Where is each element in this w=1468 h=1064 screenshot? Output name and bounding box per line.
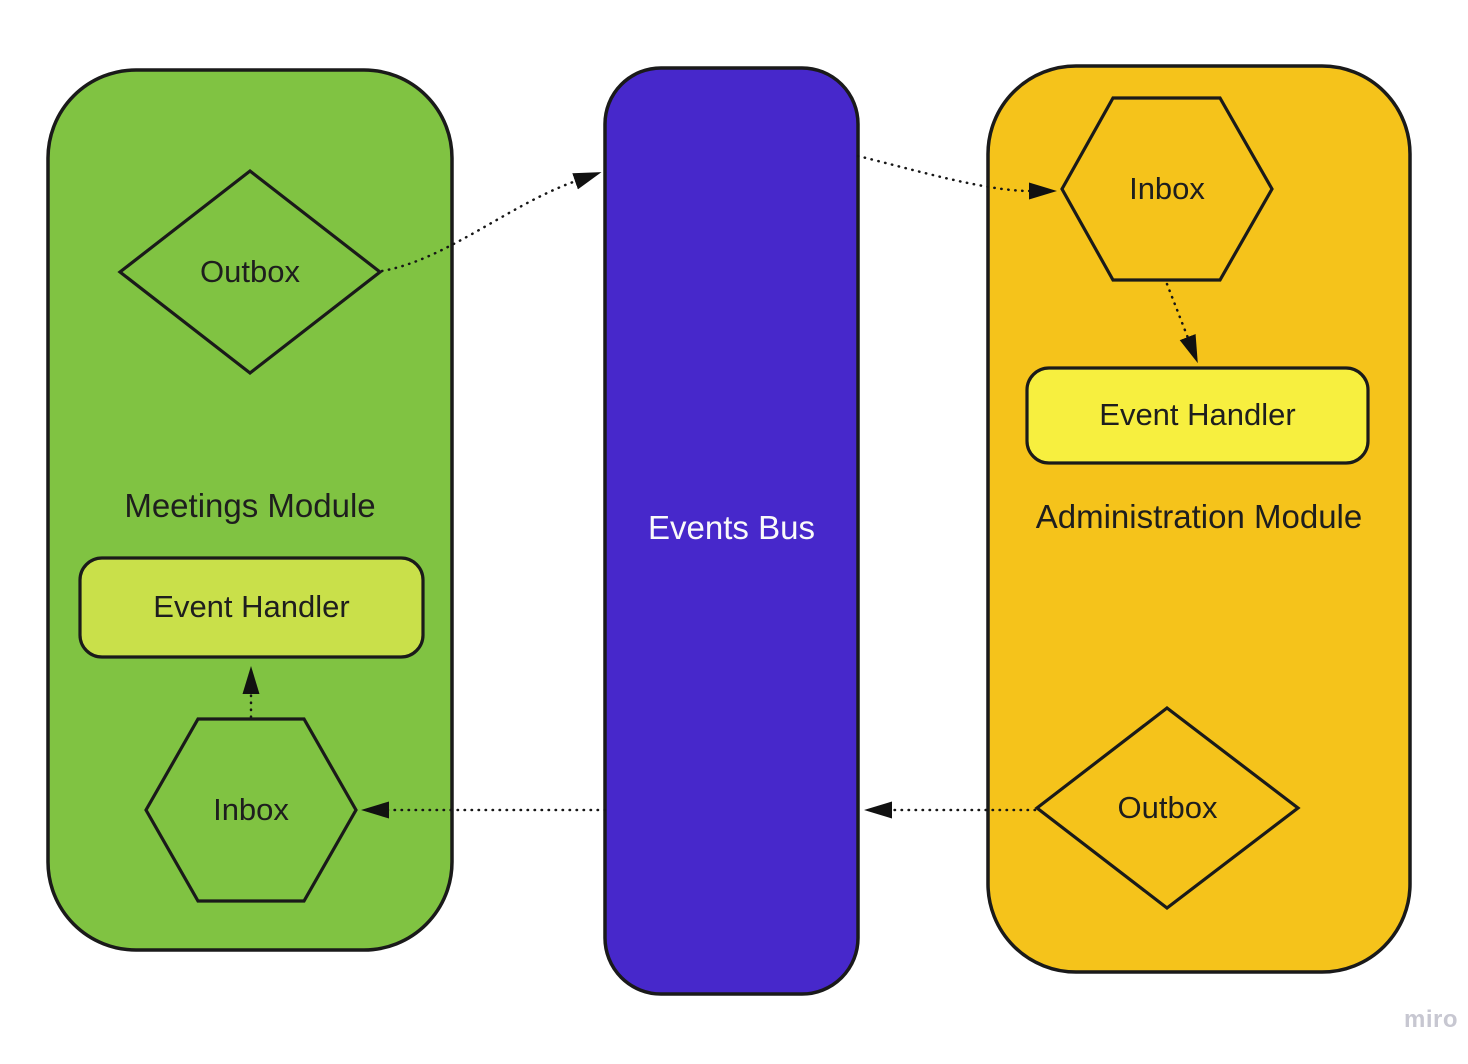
miro-watermark: miro — [1403, 1006, 1458, 1033]
administration-event-handler-box[interactable] — [1025, 366, 1370, 465]
connector-meetings-outbox-to-events-bus[interactable] — [380, 172, 602, 273]
events-bus-shape[interactable] — [603, 66, 860, 996]
administration-module-shape[interactable] — [986, 64, 1412, 974]
meetings-inbox-hexagon[interactable] — [144, 717, 358, 903]
connectors — [242, 154, 1198, 819]
administration-inbox-hexagon[interactable] — [1060, 96, 1274, 282]
meetings-outbox-diamond[interactable] — [117, 168, 383, 376]
administration-outbox-diamond[interactable] — [1034, 705, 1301, 911]
connector-administration-inbox-to-event-handler[interactable] — [1165, 282, 1198, 364]
connector-events-bus-to-administration-inbox[interactable] — [856, 154, 1057, 200]
meetings-event-handler-box[interactable] — [78, 556, 425, 659]
